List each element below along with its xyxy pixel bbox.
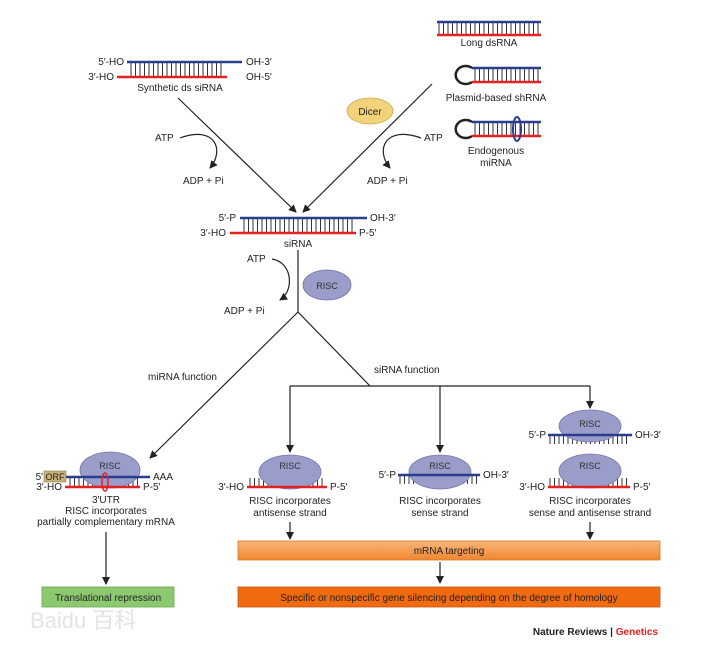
credit-journal: Nature Reviews [533,627,608,638]
mirna-caption-3: partially complementary mRNA [37,517,175,528]
synthetic-bottom-left: 3′-HO [88,72,114,83]
mirna-left-end: 3′-HO [36,482,62,493]
sense-risc-label: RISC [429,461,451,471]
mirna-five-prime: 5′ [36,472,44,483]
baidu-watermark: Baidu 百科 [30,608,136,633]
mirna-risc: RISC ORF 5′ AAA 3′-HO P-5′ [36,451,173,493]
mirna-branch-arrow [149,311,299,459]
mirna-label-1: Endogenous [468,146,524,157]
synthetic-bottom-right: OH-5′ [246,72,272,83]
sirna-bottom-left: 3′-HO [200,228,226,239]
sirna-top-right: OH-3′ [370,213,396,224]
mirna-label-2: miRNA [480,158,512,169]
both-risc-top-label: RISC [579,419,601,429]
antisense-caption-1: RISC incorporates [249,496,331,507]
risc-label: RISC [316,281,338,291]
translational-repression-box [41,586,175,608]
risc-complex: RISC [302,269,352,301]
both-risc-bottom-label: RISC [579,461,601,471]
synthetic-top-right: OH-3′ [246,57,272,68]
plasmid-shrna: Plasmid-based shRNA [446,64,547,104]
sirna-branch-line [297,311,371,387]
sense-right-end: OH-3′ [483,470,509,481]
credit: Nature Reviews | Genetics [533,627,659,638]
sense-caption-2: sense strand [411,508,468,519]
adp-right: ADP + Pi [367,176,408,187]
synthetic-to-sirna-arrow [177,97,297,213]
mirna-caption-1: 3′UTR [92,495,120,506]
long-dsrna: Long dsRNA [437,20,541,49]
sirna-top-left: 5′-P [219,213,237,224]
adp-risc: ADP + Pi [224,306,265,317]
mirna-caption-2: RISC incorporates [65,506,147,517]
sense-caption-1: RISC incorporates [399,496,481,507]
antisense-risc: RISC 3′-HO P-5′ [218,454,348,493]
synthetic-sirna: 5′-HO OH-3′ 3′-HO OH-5′ Synthetic ds siR… [88,57,272,94]
mirna-function-label: miRNA function [148,372,217,383]
antisense-left-end: 3′-HO [218,482,244,493]
atp-curve-right-icon [382,133,422,169]
both-caption-1: RISC incorporates [549,496,631,507]
orf-label: ORF [46,472,66,482]
sirna-bottom-right: P-5′ [359,228,377,239]
antisense-caption-2: antisense strand [253,508,326,519]
both-top-right: OH-3′ [635,430,661,441]
adp-left: ADP + Pi [183,176,224,187]
gene-silencing-box [237,586,661,608]
synthetic-top-left: 5′-HO [98,57,124,68]
both-caption-2: sense and antisense strand [529,508,651,519]
translational-repression-label: Translational repression [55,593,161,604]
gene-silencing-label: Specific or nonspecific gene silencing d… [280,593,617,604]
both-bottom-right: P-5′ [633,482,651,493]
mrna-targeting-box [237,540,661,561]
both-bottom-left: 3′-HO [519,482,545,493]
endogenous-mirna: Endogenous miRNA [454,116,541,169]
poly-a-label: AAA [153,472,173,483]
atp-left: ATP [155,133,174,144]
mirna-right-end: P-5′ [143,482,161,493]
dicer-enzyme: Dicer [346,97,394,125]
antisense-right-end: P-5′ [330,482,348,493]
atp-curve-left-icon [179,133,218,169]
credit-separator: | [610,627,613,638]
atp-risc: ATP [247,254,266,265]
both-risc: RISC 5′-P OH-3′ RISC 3′-HO P-5′ [519,409,661,493]
credit-section: Genetics [616,627,659,638]
sense-risc: RISC 5′-P OH-3′ [379,454,509,490]
mrna-targeting-label: mRNA targeting [414,546,485,557]
atp-right: ATP [424,133,443,144]
synthetic-label: Synthetic ds siRNA [137,83,223,94]
long-dsrna-label: Long dsRNA [461,38,518,49]
mirna-risc-label: RISC [99,461,121,471]
antisense-risc-label: RISC [279,461,301,471]
sirna-label: siRNA [284,239,313,250]
orf-box [43,470,67,483]
sirna-duplex: 5′-P OH-3′ 3′-HO P-5′ siRNA [200,213,396,250]
dicer-label: Dicer [358,107,382,118]
shrna-label: Plasmid-based shRNA [446,93,547,104]
sense-left-end: 5′-P [379,470,397,481]
dicer-to-sirna-arrow [302,83,433,213]
atp-curve-risc-icon [271,258,291,301]
sirna-function-label: siRNA function [374,365,440,376]
both-top-left: 5′-P [529,430,547,441]
